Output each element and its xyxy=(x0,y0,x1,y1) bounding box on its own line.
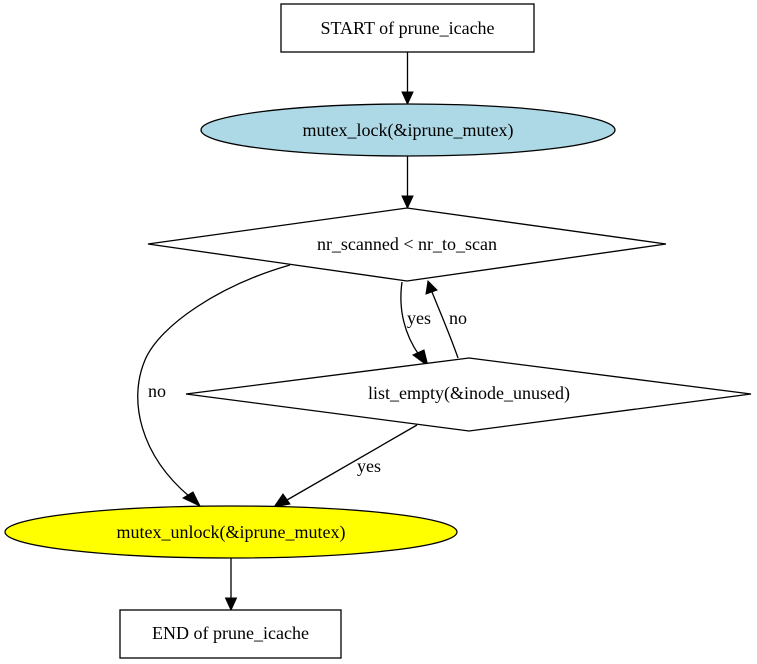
node-start-box xyxy=(280,3,535,53)
node-lock[interactable]: mutex_lock(&iprune_mutex) xyxy=(200,103,616,157)
arrowhead-icon xyxy=(181,491,202,508)
arrowhead-icon xyxy=(425,279,438,295)
edge-lock-to-cond xyxy=(401,156,414,210)
node-unlock[interactable]: mutex_unlock(&iprune_mutex) xyxy=(4,505,458,559)
edge-cond-no: no xyxy=(137,264,291,508)
node-end-label: END of prune_icache xyxy=(152,623,309,643)
edge-line xyxy=(137,264,291,498)
node-lock-label: mutex_lock(&iprune_mutex) xyxy=(303,120,514,141)
arrowhead-icon xyxy=(401,195,414,210)
edge-cond-yes-label: yes xyxy=(407,308,431,328)
edge-list-no: no xyxy=(425,279,467,359)
arrowhead-icon xyxy=(401,91,414,106)
edge-list-yes: yes xyxy=(272,424,418,508)
arrowhead-icon xyxy=(412,349,429,368)
edge-line xyxy=(286,424,418,501)
node-loop-cond-label: nr_scanned < nr_to_scan xyxy=(317,234,497,254)
edge-start-to-lock xyxy=(401,52,414,106)
arrowhead-icon xyxy=(224,597,238,612)
node-end[interactable]: END of prune_icache xyxy=(119,609,342,659)
node-list-check-label: list_empty(&inode_unused) xyxy=(368,383,570,404)
node-start-label: START of prune_icache xyxy=(320,18,494,38)
edge-line xyxy=(400,281,420,356)
edge-list-yes-label: yes xyxy=(357,456,381,476)
node-unlock-label: mutex_unlock(&iprune_mutex) xyxy=(117,522,346,543)
edge-cond-no-label: no xyxy=(148,381,166,401)
node-loop-cond[interactable]: nr_scanned < nr_to_scan xyxy=(147,207,667,282)
node-list-check[interactable]: list_empty(&inode_unused) xyxy=(185,357,752,432)
edge-list-no-label: no xyxy=(449,308,467,328)
node-loop-cond-diamond xyxy=(147,207,667,282)
node-list-check-diamond xyxy=(185,357,752,432)
edge-cond-yes: yes xyxy=(400,281,431,368)
node-end-box xyxy=(119,609,342,659)
edge-line xyxy=(431,291,459,359)
arrowhead-icon xyxy=(272,493,291,508)
node-start[interactable]: START of prune_icache xyxy=(280,3,535,53)
edge-unlock-to-end xyxy=(224,558,238,612)
